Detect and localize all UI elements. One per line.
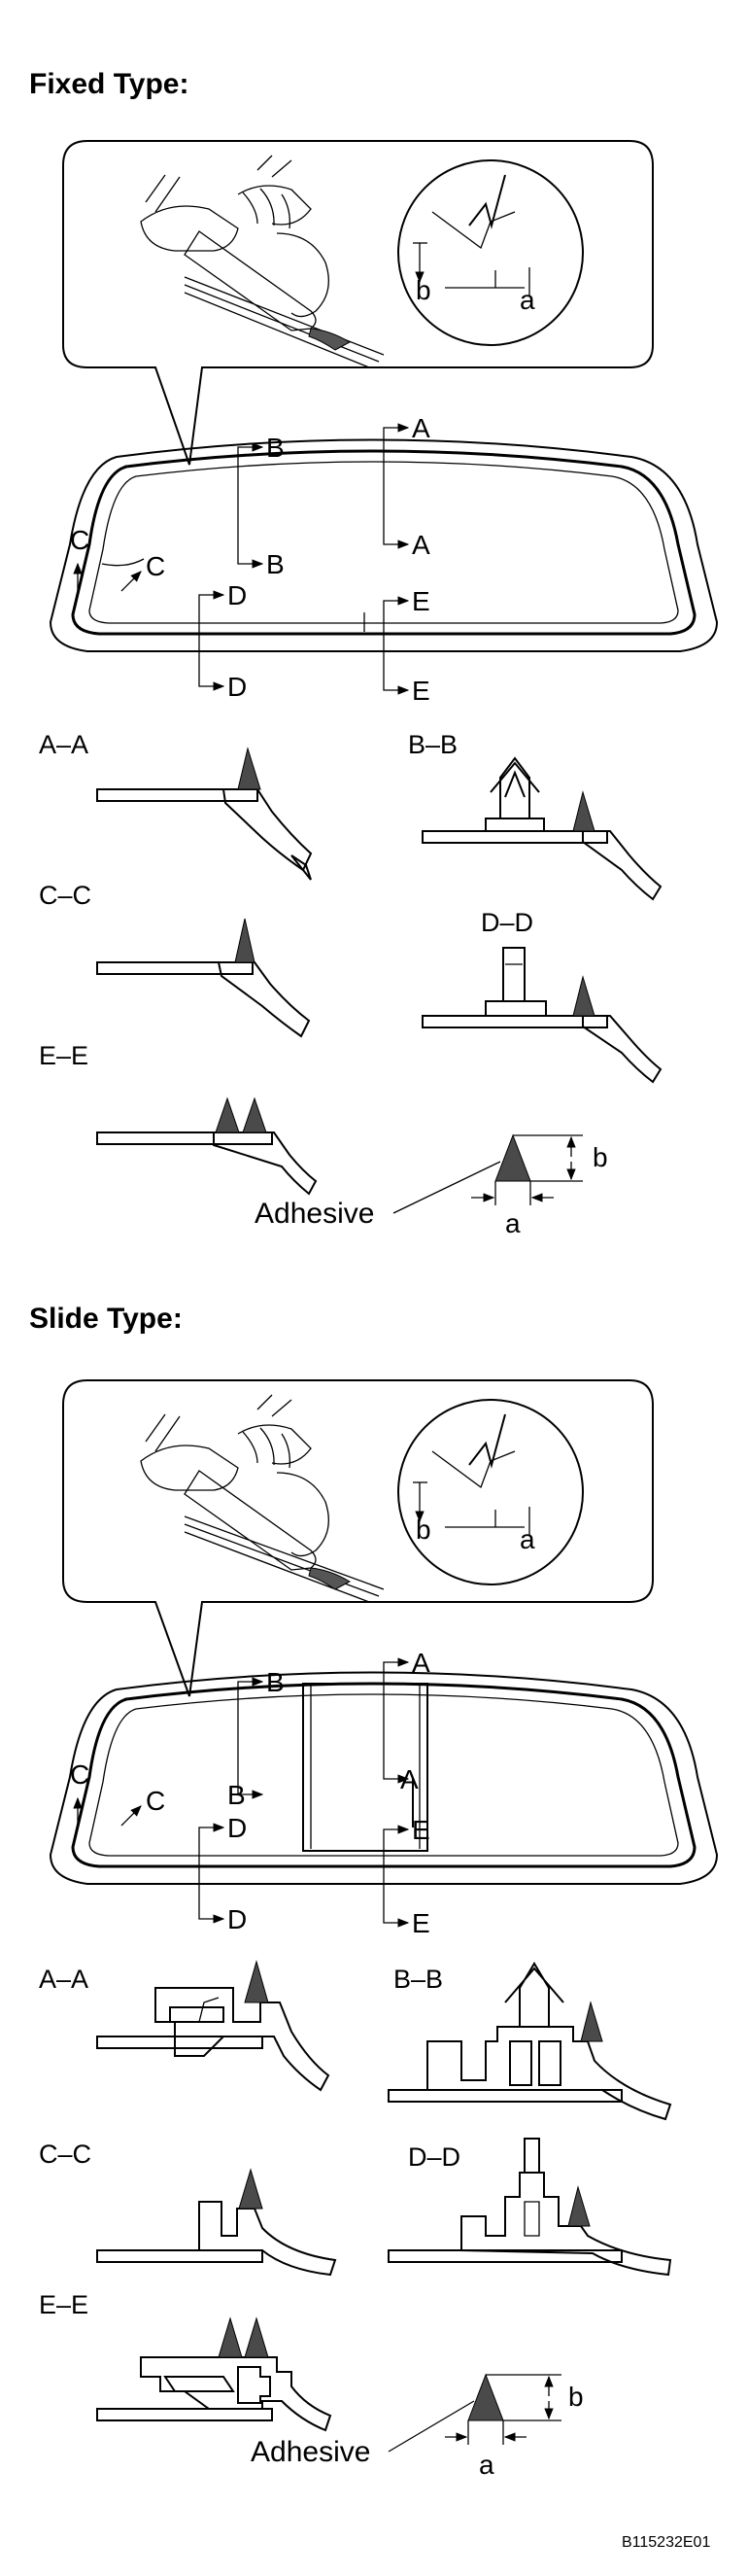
fixed-section-bb	[422, 756, 663, 901]
slide-bead-detail	[388, 2373, 561, 2453]
slide-bead-a-label: a	[479, 2450, 494, 2480]
fixed-cut-lines	[73, 423, 410, 695]
slide-back-glass	[49, 1671, 719, 1885]
slide-section-dd-label: D–D	[408, 2142, 460, 2172]
slide-section-bb-label: B–B	[393, 1965, 443, 1994]
slide-section-dd	[388, 2138, 672, 2277]
fixed-bead-detail	[392, 1133, 583, 1214]
fixed-cut-b-top: B	[266, 433, 285, 463]
slide-section-bb	[388, 1962, 672, 2121]
fixed-type-title: Fixed Type:	[29, 68, 189, 100]
fixed-section-cc-label: C–C	[39, 881, 91, 910]
slide-section-cc	[96, 2168, 337, 2277]
slide-cut-c-bot: C	[146, 1786, 165, 1816]
slide-callout-balloon	[62, 1379, 654, 1697]
fixed-cut-a-top: A	[412, 413, 430, 443]
fixed-hand-nozzle-illustration	[140, 155, 385, 368]
fixed-section-ee-label: E–E	[39, 1041, 88, 1070]
slide-detail-b-label: b	[416, 1514, 431, 1545]
slide-type-group: b a A A B B C C D D	[39, 1379, 719, 2480]
fixed-cut-d-bot: D	[227, 672, 247, 702]
slide-section-aa	[96, 1960, 330, 2092]
fixed-cut-b-bot: B	[266, 549, 285, 579]
fixed-section-aa-label: A–A	[39, 730, 88, 759]
slide-section-cc-label: C–C	[39, 2140, 91, 2169]
fixed-cut-e-bot: E	[412, 676, 430, 706]
fixed-cut-c-bot: C	[146, 551, 165, 581]
fixed-bead-a-label: a	[505, 1208, 521, 1238]
fixed-detail-circle	[397, 159, 584, 346]
slide-cut-e-top: E	[412, 1815, 430, 1845]
slide-cut-b-bot: B	[227, 1780, 246, 1810]
slide-cut-b-top: B	[266, 1667, 285, 1697]
slide-section-aa-label: A–A	[39, 1965, 88, 1994]
fixed-cut-d-top: D	[227, 580, 247, 610]
slide-type-title: Slide Type:	[29, 1303, 183, 1335]
fixed-adhesive-label: Adhesive	[255, 1198, 374, 1230]
slide-cut-a-bot: A	[400, 1764, 419, 1794]
fixed-detail-a-label: a	[520, 285, 535, 315]
fixed-back-glass	[49, 438, 719, 652]
slide-cut-d-top: D	[227, 1813, 247, 1843]
fixed-detail-b-label: b	[416, 275, 431, 305]
fixed-cut-a-bot: A	[412, 530, 430, 560]
slide-cut-c-top: C	[70, 1759, 89, 1790]
fixed-section-bb-label: B–B	[408, 730, 458, 759]
fixed-section-aa	[96, 747, 313, 881]
slide-section-ee-label: E–E	[39, 2290, 88, 2319]
slide-cut-d-bot: D	[227, 1904, 247, 1934]
slide-cut-e-bot: E	[412, 1908, 430, 1938]
fixed-cut-e-top: E	[412, 586, 430, 616]
fixed-section-ee	[96, 1097, 318, 1196]
slide-cut-lines	[73, 1657, 410, 1928]
slide-adhesive-label: Adhesive	[251, 2436, 370, 2468]
figure-reference-code: B115232E01	[622, 2534, 710, 2551]
slide-bead-b-label: b	[568, 2382, 584, 2412]
slide-section-ee	[96, 2316, 332, 2432]
slide-detail-circle	[397, 1399, 584, 1585]
fixed-section-cc	[96, 918, 311, 1038]
slide-hand-nozzle-illustration	[140, 1394, 385, 1603]
fixed-section-dd-label: D–D	[481, 908, 533, 937]
slide-detail-a-label: a	[520, 1524, 535, 1554]
fixed-bead-b-label: b	[593, 1142, 608, 1172]
slide-cut-a-top: A	[412, 1648, 430, 1678]
fixed-section-dd	[422, 947, 663, 1084]
fixed-cut-c-top: C	[70, 525, 89, 555]
fixed-type-group: b a A A B B C C D D E	[39, 140, 719, 1238]
fixed-callout-balloon	[62, 140, 654, 466]
